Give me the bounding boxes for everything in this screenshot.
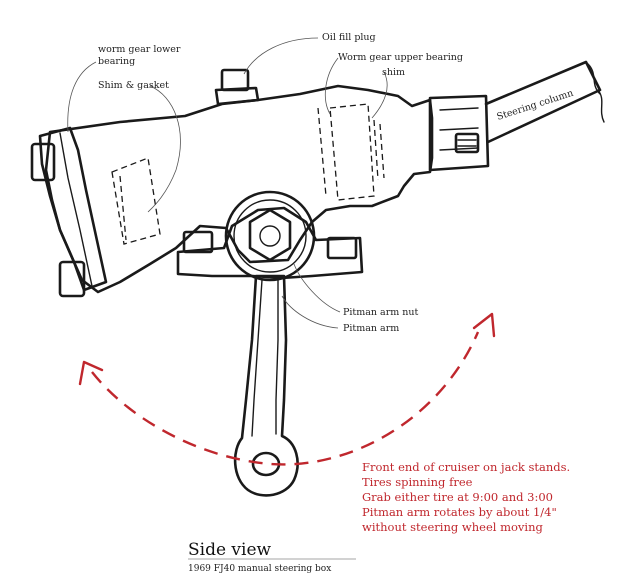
steering-column [484, 60, 605, 144]
steering-box-housing [30, 68, 490, 298]
leader-lines [67, 37, 388, 329]
label-oil-fill-plug: Oil fill plug [322, 32, 376, 43]
note-line: Pitman arm rotates by about 1/4" [362, 505, 557, 519]
label-shim: shim [382, 67, 405, 78]
note-line: Tires spinning free [362, 475, 473, 489]
test-procedure-note: Front end of cruiser on jack stands. Tir… [362, 460, 570, 534]
label-pitman-arm-nut: Pitman arm nut [343, 307, 419, 318]
label-shim-gasket: Shim & gasket [98, 80, 169, 91]
pitman-arm [233, 274, 299, 497]
diagram-title: Side view [188, 540, 272, 560]
label-pitman-arm: Pitman arm [343, 323, 399, 334]
note-line: Front end of cruiser on jack stands. [362, 460, 570, 474]
pitman-arm-nut [248, 208, 292, 262]
diagram-subtitle: 1969 FJ40 manual steering box [188, 564, 331, 574]
label-worm-lower-bearing-1: worm gear lower [98, 44, 181, 55]
note-line: without steering wheel moving [362, 520, 543, 534]
label-worm-lower-bearing-2: bearing [98, 56, 135, 67]
rotation-arrow [78, 312, 496, 466]
note-line: Grab either tire at 9:00 and 3:00 [362, 490, 553, 504]
label-steering-column: Steering column [496, 88, 575, 123]
label-worm-upper-bearing: Worm gear upper bearing [338, 52, 463, 63]
oil-fill-plug [214, 68, 260, 106]
